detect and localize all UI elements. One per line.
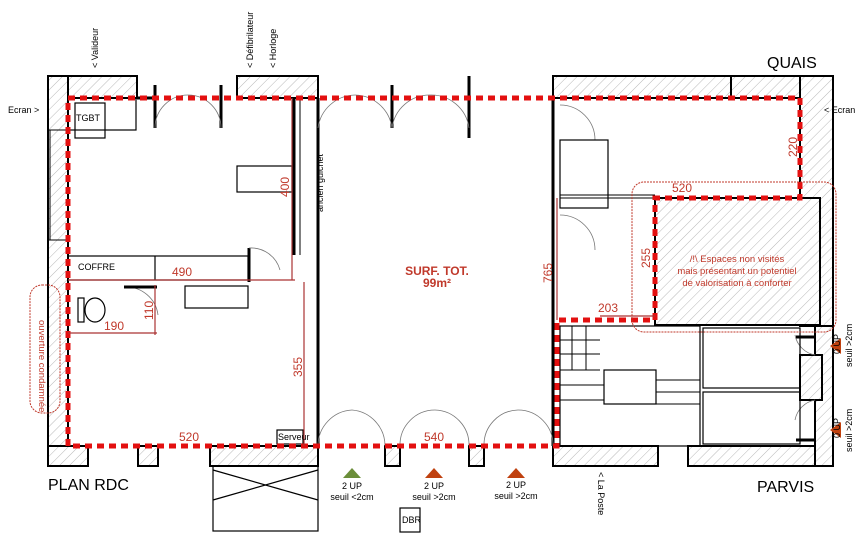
dim-355: 355 (291, 357, 305, 377)
marker-horloge: < Horloge (268, 29, 278, 68)
access-seuil: seuil >2cm (844, 324, 854, 367)
label-quais: QUAIS (767, 55, 817, 72)
access-seuil: seuil >2cm (844, 409, 854, 452)
surface-boundary (65, 95, 803, 449)
revision-clouds (29, 181, 837, 414)
note-line-2: mais présentant un potentiel (677, 266, 796, 277)
access-up: 2 UP (342, 481, 362, 491)
dim-540: 540 (424, 430, 444, 444)
dimension-lines (68, 98, 655, 446)
note-line-1: /!\ Espaces non visités (690, 254, 785, 265)
up-triangle-icon (507, 468, 525, 478)
up-triangle-icon (343, 468, 361, 478)
dim-520-left: 520 (179, 430, 199, 444)
access-up: 2 UP (424, 481, 444, 491)
label-parvis: PARVIS (757, 479, 814, 496)
access-marker: 2 UP seuil <2cm (330, 468, 374, 502)
room-ancien-guichet: ancien guichet (315, 153, 325, 212)
access-seuil: seuil >2cm (412, 492, 455, 502)
access-marker: 2 UP seuil >2cm (494, 468, 538, 501)
marker-la-poste: < La Poste (596, 472, 606, 515)
access-seuil: seuil <2cm (330, 492, 373, 502)
dim-490: 490 (172, 265, 192, 279)
access-seuil: seuil >2cm (494, 491, 537, 501)
dim-110: 110 (142, 301, 156, 320)
access-up: 0 UP (832, 334, 842, 354)
up-triangle-icon (830, 422, 841, 438)
dim-400: 400 (278, 177, 292, 197)
up-triangle-icon (425, 468, 443, 478)
marker-ecran-right: < Ecran (824, 105, 855, 115)
room-coffre: COFFRE (78, 262, 115, 272)
access-up: 0 UP (832, 418, 842, 438)
room-tgbt: TGBT (76, 113, 101, 123)
access-markers: 2 UP seuil <2cm 2 UP seuil >2cm 2 UP seu… (330, 324, 854, 502)
marker-ecran-left: Ecran > (8, 105, 39, 115)
dim-765: 765 (541, 263, 555, 283)
access-up: 2 UP (506, 480, 526, 490)
dim-190: 190 (104, 319, 124, 333)
room-dbr: DBR (402, 515, 422, 525)
dim-203: 203 (598, 301, 618, 315)
marker-defibrilateur: < Défibrilateur (245, 12, 255, 68)
marker-valideur: < Valideur (90, 28, 100, 68)
surface-label: SURF. TOT. (405, 264, 469, 278)
dim-220: 220 (786, 137, 800, 157)
access-marker: 0 UP seuil >2cm (830, 324, 854, 367)
room-serveur: Serveur (278, 432, 310, 442)
dim-255: 255 (639, 248, 653, 268)
note-line-3: de valorisation à conforter (682, 278, 791, 289)
access-marker: 0 UP seuil >2cm (830, 409, 854, 452)
note-ouverture: ouverture condamnée (36, 320, 47, 412)
dim-520-right: 520 (672, 181, 692, 195)
access-marker: 2 UP seuil >2cm (412, 468, 456, 502)
up-triangle-icon (830, 338, 841, 354)
surface-value: 99m² (423, 276, 451, 290)
furniture (67, 97, 815, 533)
plan-title: PLAN RDC (48, 477, 129, 494)
